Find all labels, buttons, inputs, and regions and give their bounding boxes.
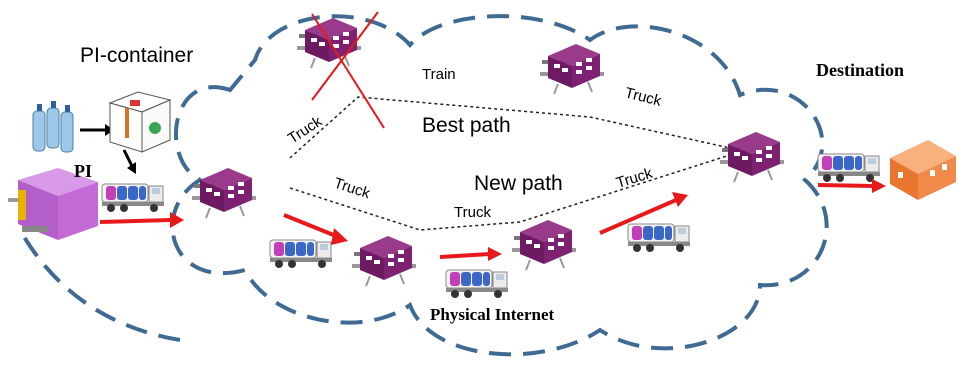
truck-icon-mid-center: [445, 269, 509, 299]
truck-label-mid-center: Truck: [454, 204, 491, 221]
cancel-cross-icon: [311, 11, 385, 129]
truck-icon-mid-left: [269, 239, 333, 269]
pi-facility-icon: [8, 168, 98, 240]
truck-icon-start: [101, 183, 165, 213]
truck-label-mid-right: Truck: [614, 165, 655, 192]
pi-container-box-icon: [108, 91, 172, 153]
hub-destination-side: [719, 131, 785, 183]
hub-train-crossed: [296, 17, 362, 69]
physical-internet-cloud: [18, 14, 829, 357]
train-label: Train: [422, 66, 456, 83]
pi-label: PI: [74, 161, 92, 181]
hub-bottom-right: [511, 219, 577, 271]
flow-arrows: [99, 179, 886, 261]
container-arrow-right: [80, 124, 114, 136]
truck-icon-mid-right: [627, 223, 691, 253]
physical-internet-label: Physical Internet: [430, 305, 555, 324]
truck-label-upper-right: Truck: [623, 84, 663, 110]
new-path-line: [289, 154, 731, 231]
pi-container-label: PI-container: [80, 44, 193, 67]
hub-left: [191, 167, 257, 219]
container-arrow-down: [122, 149, 136, 174]
new-path-label: New path: [474, 172, 563, 195]
hub-top-right: [539, 43, 605, 95]
destination-warehouse-icon: [890, 140, 956, 200]
truck-label-mid-left: Truck: [332, 175, 373, 203]
truck-icon-destination: [817, 153, 881, 183]
truck-label-upper-left: Truck: [285, 113, 326, 148]
hub-bottom-left: [351, 235, 417, 287]
destination-label: Destination: [816, 60, 904, 80]
best-path-label: Best path: [422, 114, 511, 137]
water-bottles-icon: [32, 101, 74, 153]
